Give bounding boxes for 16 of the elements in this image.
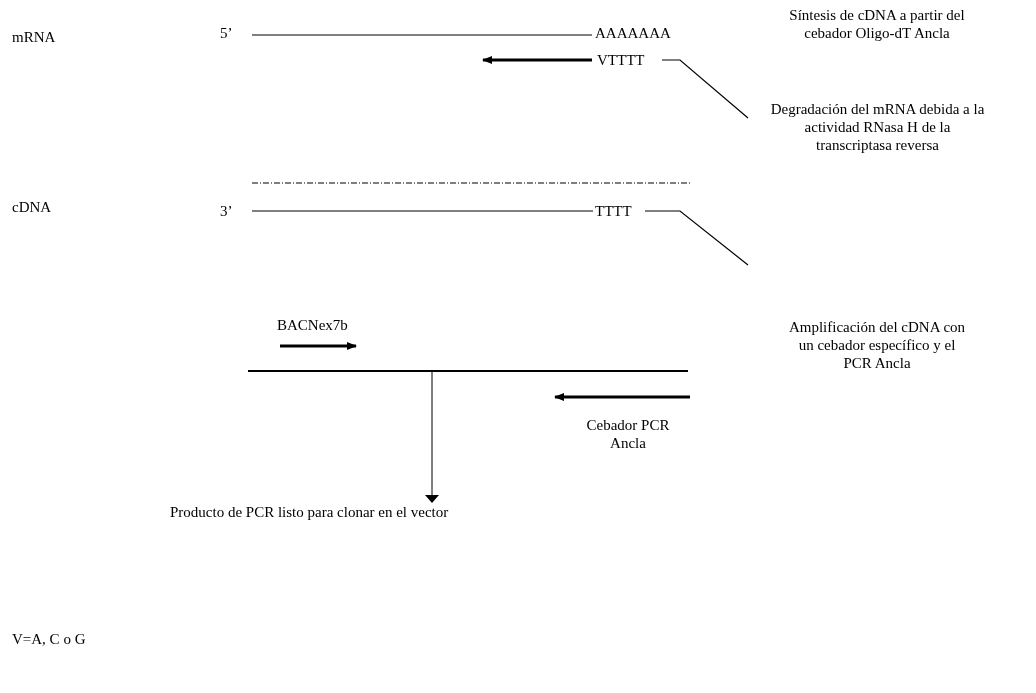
sequence-label: VTTTT [597, 51, 645, 69]
sequence-label: TTTT [595, 202, 632, 220]
footnote: V=A, C o G [12, 630, 86, 648]
arrow [425, 371, 439, 503]
end-label: 5’ [220, 24, 233, 42]
dna-strand-line [248, 370, 688, 372]
primer-label: BACNex7b [277, 316, 348, 334]
step-description: Amplificación del cDNA con un cebador específico y el PCR Ancla [787, 318, 967, 372]
end-label: 3’ [220, 202, 233, 220]
step-description: Degradación del mRNA debida a la actividad RNasa H de la transcriptasa reversa [770, 100, 985, 154]
strand-label: mRNA [12, 28, 56, 46]
step-description: Síntesis de cDNA a partir del cebador Oligo-dT Ancla [788, 6, 966, 42]
primer-label: Cebador PCR Ancla [585, 416, 671, 452]
strand-label: cDNA [12, 198, 52, 216]
sequence-label: AAAAAAA [595, 24, 671, 42]
product-text: Producto de PCR listo para clonar en el vector [170, 503, 449, 521]
